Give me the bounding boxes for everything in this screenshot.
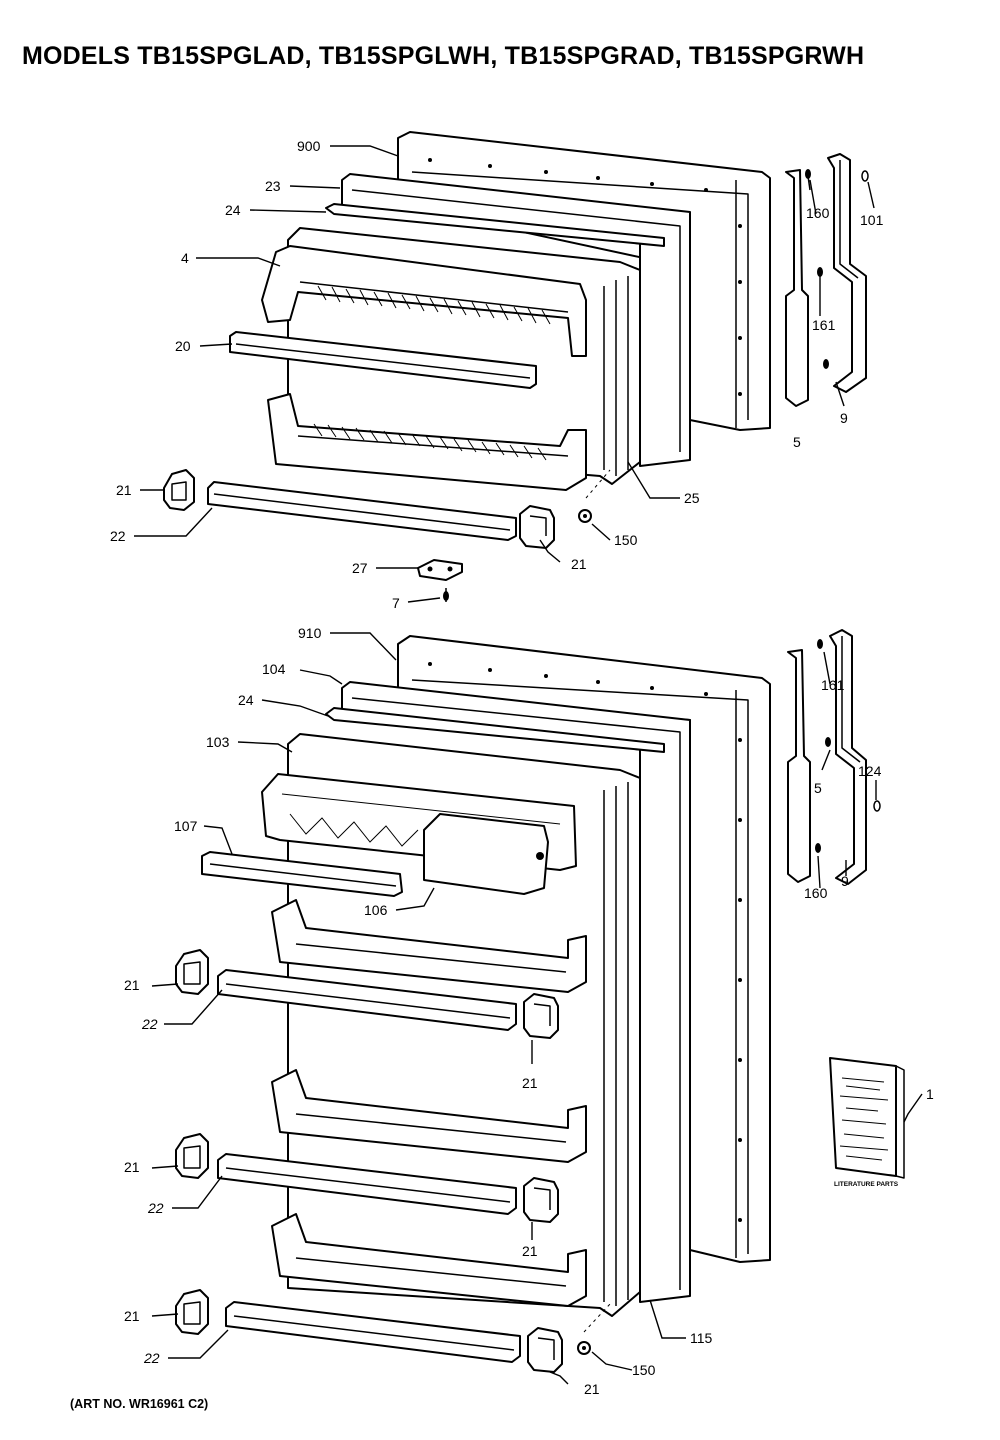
callout-21: 21 <box>116 482 132 498</box>
hinge-pin-screw <box>443 588 449 602</box>
callout-9: 9 <box>841 873 849 889</box>
callout-910: 910 <box>298 625 322 641</box>
callout-107: 107 <box>174 818 198 834</box>
callout-22: 22 <box>110 528 126 544</box>
callout-1: 1 <box>926 1086 934 1102</box>
callout-7: 7 <box>392 595 400 611</box>
callout-21: 21 <box>522 1243 538 1259</box>
rail-end-cap <box>175 949 209 995</box>
callout-21: 21 <box>571 556 587 572</box>
freezer-door-liner <box>261 227 641 491</box>
callout-5: 5 <box>814 780 822 796</box>
dashed-hinge-guides <box>583 469 611 1333</box>
callout-21: 21 <box>124 1308 140 1324</box>
callout-106: 106 <box>364 902 388 918</box>
fresh-food-door-rail <box>217 1153 517 1215</box>
callout-22: 22 <box>141 1016 158 1032</box>
callout-101: 101 <box>860 212 884 228</box>
callout-5: 5 <box>793 434 801 450</box>
callout-20: 20 <box>175 338 191 354</box>
freezer-door-rail <box>207 481 517 541</box>
callout-9: 9 <box>840 410 848 426</box>
leader-lines <box>134 145 923 1385</box>
rail-end-cap <box>175 1289 209 1335</box>
fresh-food-door-assembly <box>201 635 771 1317</box>
callout-104: 104 <box>262 661 286 677</box>
hinge-screw <box>577 1341 591 1355</box>
rail-end-cap <box>175 1133 209 1179</box>
callout-900: 900 <box>297 138 321 154</box>
hinge-screw <box>578 509 592 523</box>
callout-115: 115 <box>690 1330 713 1346</box>
art-number: (ART NO. WR16961 C2) <box>70 1397 209 1411</box>
page-title: MODELS TB15SPGLAD, TB15SPGLWH, TB15SPGRA… <box>22 42 865 70</box>
rail-end-cap <box>519 505 555 549</box>
callout-24: 24 <box>225 202 241 218</box>
rail-end-cap <box>523 993 559 1039</box>
callout-103: 103 <box>206 734 230 750</box>
callout-21: 21 <box>124 977 140 993</box>
fresh-food-door-liner <box>261 733 641 1317</box>
callout-124: 124 <box>858 763 882 779</box>
rail-end-cap <box>523 1177 559 1223</box>
callout-21: 21 <box>522 1075 538 1091</box>
callout-22: 22 <box>143 1350 160 1366</box>
callout-4: 4 <box>181 250 189 266</box>
literature-package: LITERATURE PARTS <box>829 1057 905 1188</box>
rail-end-cap <box>163 469 195 511</box>
fresh-food-shelf-bar <box>201 851 403 897</box>
callout-160: 160 <box>806 205 830 221</box>
fresh-food-handle-assembly <box>787 629 881 885</box>
fresh-food-breaker-strip <box>325 707 665 753</box>
callout-21: 21 <box>124 1159 140 1175</box>
freezer-shelf-bar <box>229 331 537 389</box>
dairy-compartment-door <box>423 813 549 895</box>
callout-24: 24 <box>238 692 254 708</box>
freezer-door-assembly <box>229 131 771 491</box>
callout-21: 21 <box>584 1381 600 1397</box>
literature-parts-label: LITERATURE PARTS <box>834 1181 899 1188</box>
callout-labels: 900 23 24 4 20 21 22 21 150 25 27 7 160 … <box>110 138 934 1397</box>
callout-27: 27 <box>352 560 368 576</box>
fresh-food-door-rail <box>225 1301 521 1363</box>
callout-22: 22 <box>147 1200 164 1216</box>
freezer-handle-assembly <box>785 153 869 407</box>
callout-25: 25 <box>684 490 700 506</box>
rail-end-cap <box>527 1327 563 1373</box>
callout-160: 160 <box>804 885 828 901</box>
callout-23: 23 <box>265 178 281 194</box>
callout-150: 150 <box>614 532 638 548</box>
freezer-breaker-strip <box>325 203 665 247</box>
callout-161: 161 <box>812 317 836 333</box>
callout-161: 161 <box>821 677 845 693</box>
hinge-pad <box>417 559 463 581</box>
callout-150: 150 <box>632 1362 656 1378</box>
